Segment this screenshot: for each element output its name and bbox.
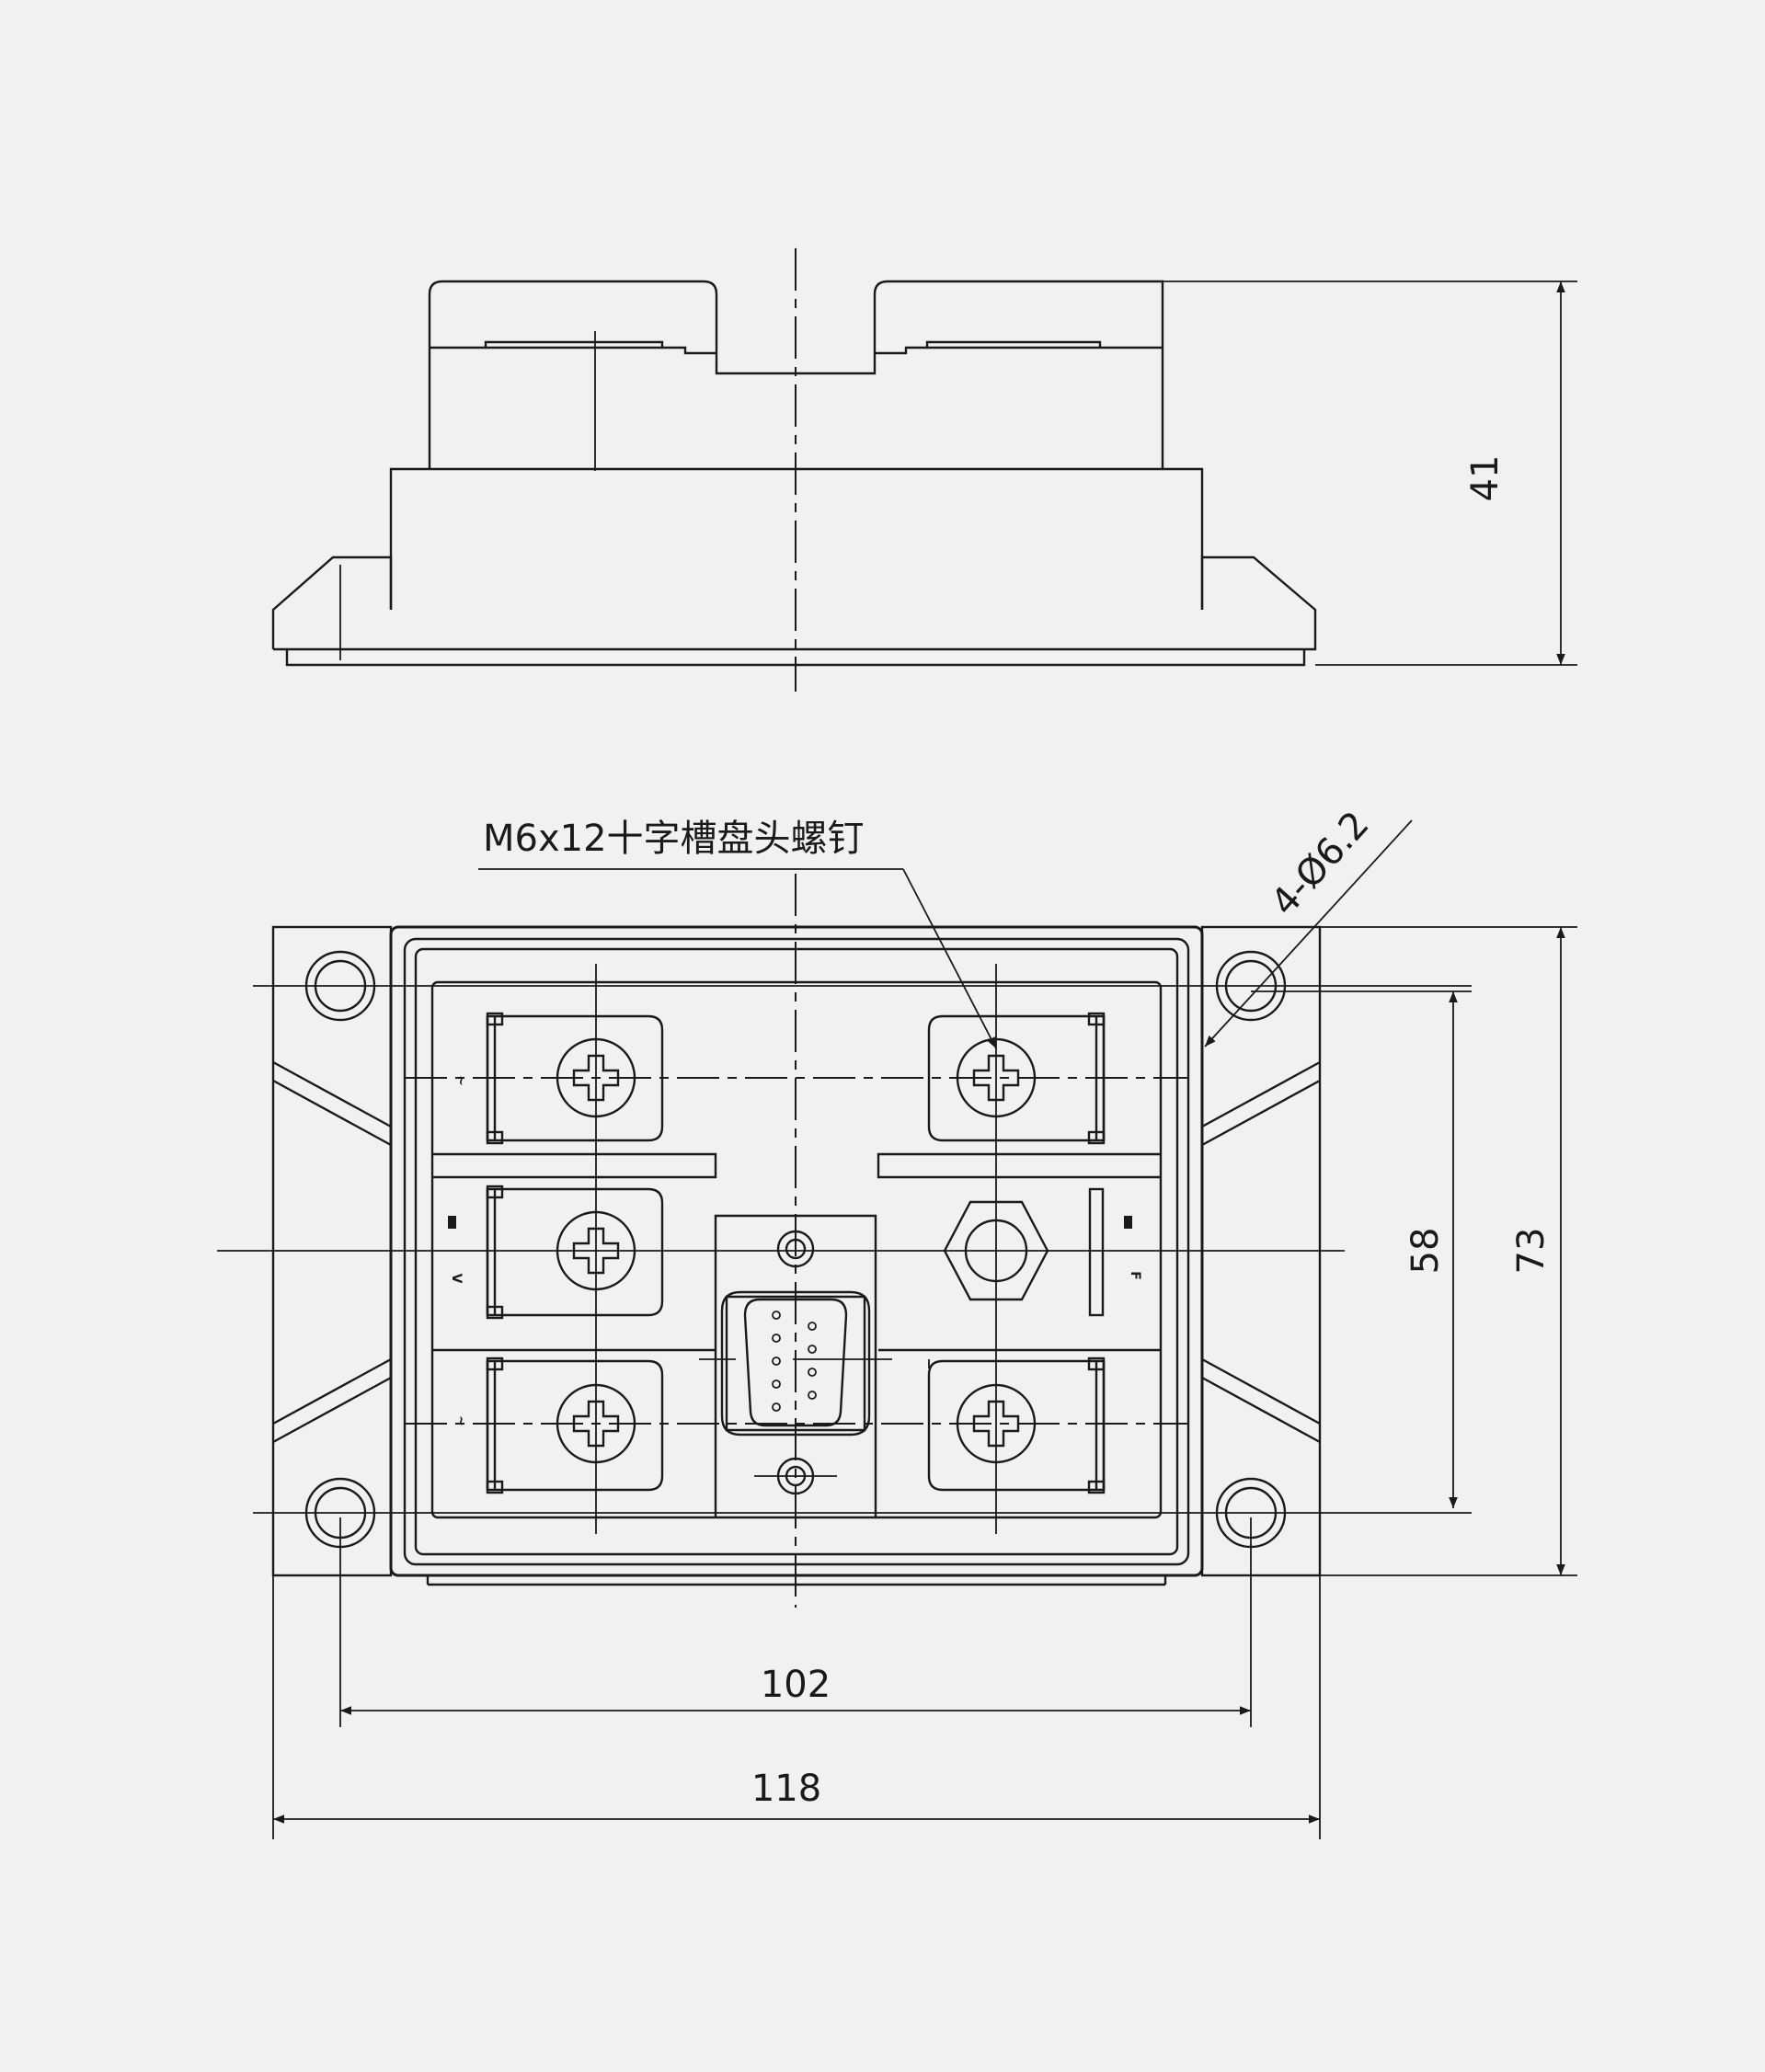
side-terminal-right xyxy=(925,340,1102,348)
terminal-mark-right-mid: F xyxy=(1128,1271,1142,1280)
top-view: ~ V ~ F 4-Ø6.2 M6x12十字槽盘头螺钉 73 58 xyxy=(217,804,1577,1839)
side-base-plate xyxy=(271,555,1317,651)
terminal-mark-left-top: ~ xyxy=(453,1075,468,1086)
terminal-left-mid xyxy=(486,1185,664,1320)
dimension-height-label: 41 xyxy=(1464,455,1507,502)
side-terminal-left xyxy=(484,340,664,348)
side-upper-housing xyxy=(428,280,1164,469)
terminal-right-bottom xyxy=(927,1357,1106,1494)
screw-callout-label: M6x12十字槽盘头螺钉 xyxy=(483,818,865,860)
terminal-mark-left-mid: V xyxy=(449,1274,464,1284)
side-view: 41 xyxy=(271,248,1577,692)
terminal-mark-left-bottom: ~ xyxy=(453,1415,468,1426)
dimension-overall-width-label: 118 xyxy=(751,1768,821,1810)
terminal-left-bottom xyxy=(486,1357,664,1494)
dimension-hole-spacing-horizontal-label: 102 xyxy=(761,1664,831,1706)
mounting-holes-label: 4-Ø6.2 xyxy=(1263,804,1378,924)
hex-nut-terminal xyxy=(943,1187,1105,1317)
dimension-hole-spacing-vertical-label: 58 xyxy=(1404,1228,1447,1275)
dimension-body-height-label: 73 xyxy=(1510,1228,1553,1275)
